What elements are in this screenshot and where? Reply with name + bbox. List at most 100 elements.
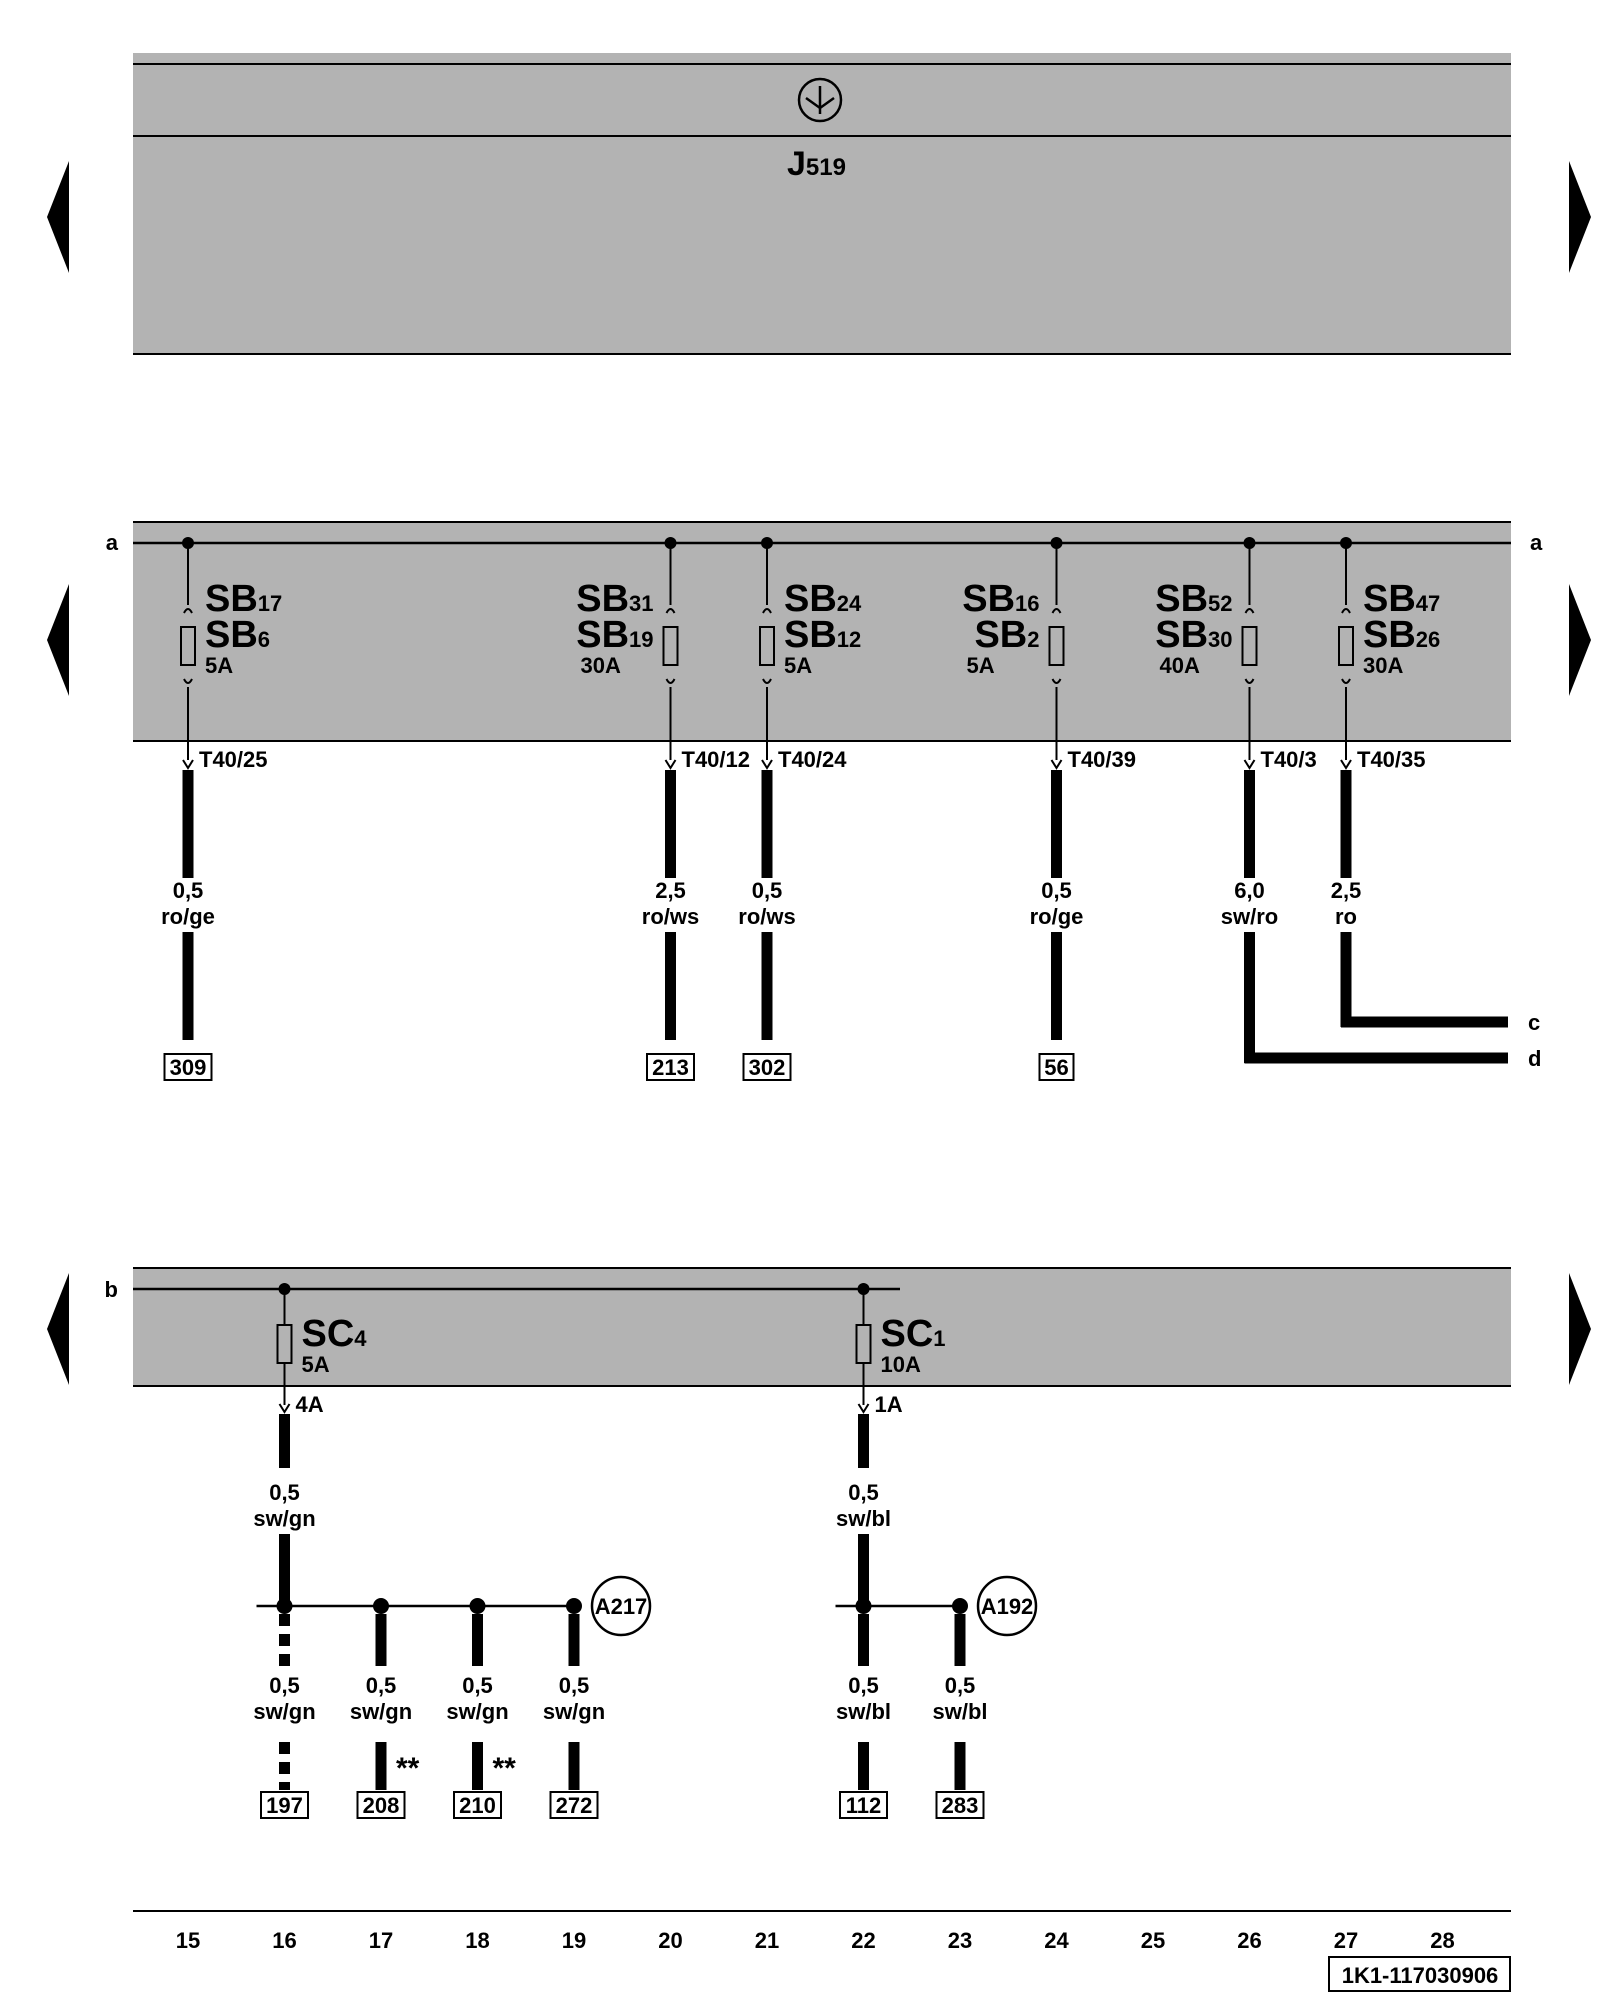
fuse-amp-label: 5A: [205, 653, 233, 678]
fuse-label-upper: SB16: [962, 578, 1039, 620]
fuse-body: [759, 626, 775, 666]
fuse-symbol: [180, 608, 196, 684]
ref-box-frame: [549, 1791, 599, 1819]
arrow-down-icon: [664, 759, 677, 770]
wire-color-label: ro/ge: [161, 904, 215, 929]
branch-gauge-label: 0,5: [366, 1673, 397, 1698]
ref-box-frame: [453, 1791, 502, 1819]
branch-color-label: sw/gn: [253, 1699, 315, 1724]
fuse-label-lower: SB30: [1155, 614, 1232, 656]
ref-box-frame: [839, 1791, 888, 1819]
fuse-amp-label: 30A: [1363, 653, 1403, 678]
fuse-sc-1: SC110A1A0,5sw/blA1920,5sw/bl1120,5sw/bl2…: [835, 1283, 1038, 1819]
edge-label-c: c: [1528, 1010, 1540, 1035]
connector-label: T40/3: [1261, 747, 1317, 772]
fuse-label-lower: SB26: [1363, 614, 1440, 656]
wire-color-label: ro/ws: [642, 904, 699, 929]
fuse-amp-label: 10A: [881, 1352, 921, 1377]
column-number-18: 18: [465, 1928, 489, 1953]
junction-node: [952, 1598, 968, 1614]
arrow-down-icon: [761, 759, 773, 770]
arrow-down-icon: [1243, 759, 1256, 770]
ref-box-label: 208: [363, 1793, 400, 1818]
nav-arrow-left-icon: [47, 584, 69, 696]
column-number-26: 26: [1237, 1928, 1261, 1953]
arrow-down-icon: [182, 759, 194, 770]
control-unit-panel: J519: [133, 53, 1511, 355]
ref-box-label: 283: [942, 1793, 979, 1818]
fuse-amp-label: 40A: [1160, 653, 1200, 678]
nav-arrow-right-icon: [1569, 161, 1591, 273]
fuse-label-upper: SB52: [1155, 578, 1232, 620]
nav-arrow-right-icon: [1569, 584, 1591, 696]
column-number-15: 15: [176, 1928, 200, 1953]
column-number-24: 24: [1044, 1928, 1069, 1953]
wire-gauge-label: 0,5: [1041, 878, 1072, 903]
branch-color-label: sw/bl: [836, 1699, 891, 1724]
fuse-label: SC1: [881, 1313, 946, 1355]
fuse-label-upper: SB31: [576, 578, 653, 620]
wire-color-label: sw/bl: [836, 1506, 891, 1531]
fuse-label-lower: SB2: [974, 614, 1039, 656]
nav-arrow-left-icon: [47, 1273, 69, 1385]
junction-label: A217: [595, 1594, 648, 1619]
fuse-cap-bottom: [762, 678, 772, 684]
fuse-cap-top: [1051, 608, 1062, 614]
nav-arrow-right-icon: [1569, 1273, 1591, 1385]
target-ref-309: 309: [163, 1053, 213, 1081]
fuse-cap-bottom: [1051, 678, 1062, 684]
wire-gauge-label: 6,0: [1234, 878, 1265, 903]
branch-gauge-label: 0,5: [462, 1673, 493, 1698]
ref-box-frame: [356, 1791, 406, 1819]
junction-node: [566, 1598, 582, 1614]
branch-color-label: sw/gn: [350, 1699, 412, 1724]
fuse-cap-bottom: [1341, 678, 1351, 684]
ref-box-label: 56: [1044, 1055, 1068, 1080]
fuse-label-upper: SB24: [784, 578, 862, 620]
column-number-28: 28: [1430, 1928, 1454, 1953]
connector-label: 1A: [875, 1392, 903, 1417]
fuse-cap-bottom: [183, 678, 193, 684]
fuse-symbol: [759, 608, 775, 684]
ref-box-label: 112: [846, 1793, 882, 1818]
branch-210: 0,5sw/gn**210: [446, 1598, 517, 1819]
fuse-sc-4: SC45A4A0,5sw/gnA2170,5sw/gn1970,5sw/gn**…: [253, 1283, 652, 1819]
panel-background: [133, 1268, 1511, 1386]
branch-208: 0,5sw/gn**208: [350, 1598, 420, 1819]
branch-note: **: [493, 1752, 517, 1785]
branch-gauge-label: 0,5: [945, 1673, 976, 1698]
junction-circle: [590, 1575, 652, 1637]
wire-color-label: ro: [1335, 904, 1357, 929]
column-number-25: 25: [1141, 1928, 1165, 1953]
branch-color-label: sw/bl: [932, 1699, 987, 1724]
target-ref-213: 213: [646, 1053, 695, 1081]
wire-gauge-label: 2,5: [1331, 878, 1362, 903]
wire-color-label: sw/ro: [1221, 904, 1278, 929]
junction-node: [373, 1598, 389, 1614]
ref-box-label: 302: [749, 1055, 786, 1080]
diagram-code-box: 1K1-117030906: [1328, 1956, 1511, 1992]
connector-label: T40/35: [1357, 747, 1426, 772]
wire-color-label: ro/ws: [738, 904, 795, 929]
fuse-cap-top: [1341, 608, 1351, 614]
control-unit-icon: [797, 77, 843, 123]
connector-label: 4A: [296, 1392, 324, 1417]
fuse-label-lower: SB6: [205, 614, 270, 656]
column-number-27: 27: [1334, 1928, 1358, 1953]
ref-box-label: 272: [556, 1793, 593, 1818]
fuse-cap-top: [183, 608, 193, 614]
fuse-symbol: [1241, 608, 1258, 684]
fuse-body: [1338, 626, 1354, 666]
ref-box-frame: [935, 1791, 985, 1819]
column-number-21: 21: [755, 1928, 779, 1953]
branch-color-label: sw/gn: [446, 1699, 508, 1724]
